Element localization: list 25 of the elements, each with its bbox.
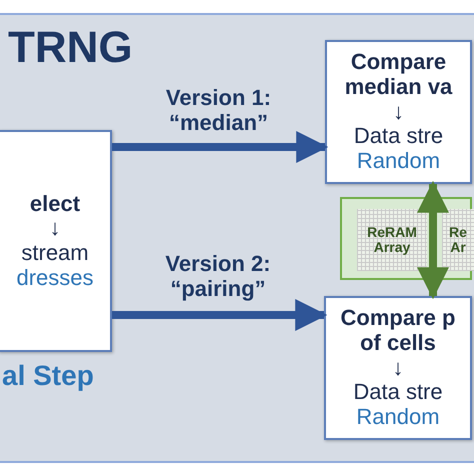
down-arrow-symbol: ↓ (392, 356, 404, 380)
output-text: dresses (16, 266, 94, 290)
body-text: stream (21, 241, 89, 266)
down-arrow-symbol: ↓ (50, 216, 60, 241)
process-box (0, 130, 112, 352)
memory-array-label: Re Ar (442, 209, 474, 271)
diagram-title: TRNG (8, 26, 133, 70)
step-heading: Compare p of cells (340, 306, 456, 356)
step-caption: al Step (2, 360, 94, 392)
process-box (325, 40, 472, 184)
arrow (417, 180, 449, 300)
output-text: Random (356, 148, 440, 174)
step-heading: elect (30, 192, 80, 216)
memory-array-label: ReRAM Array (357, 209, 427, 271)
body-text: Data stre (354, 124, 444, 149)
memory-array-box (340, 197, 472, 280)
edge-label: Version 1: “median” (164, 85, 272, 136)
output-text: Random (356, 404, 440, 430)
arrow (112, 131, 328, 163)
edge-label: Version 2: “pairing” (164, 251, 272, 302)
down-arrow-symbol: ↓ (393, 100, 404, 124)
arrow (112, 299, 328, 331)
step-heading: Compare median va (344, 50, 454, 100)
body-text: Data stre (353, 380, 443, 405)
process-box (324, 296, 472, 440)
